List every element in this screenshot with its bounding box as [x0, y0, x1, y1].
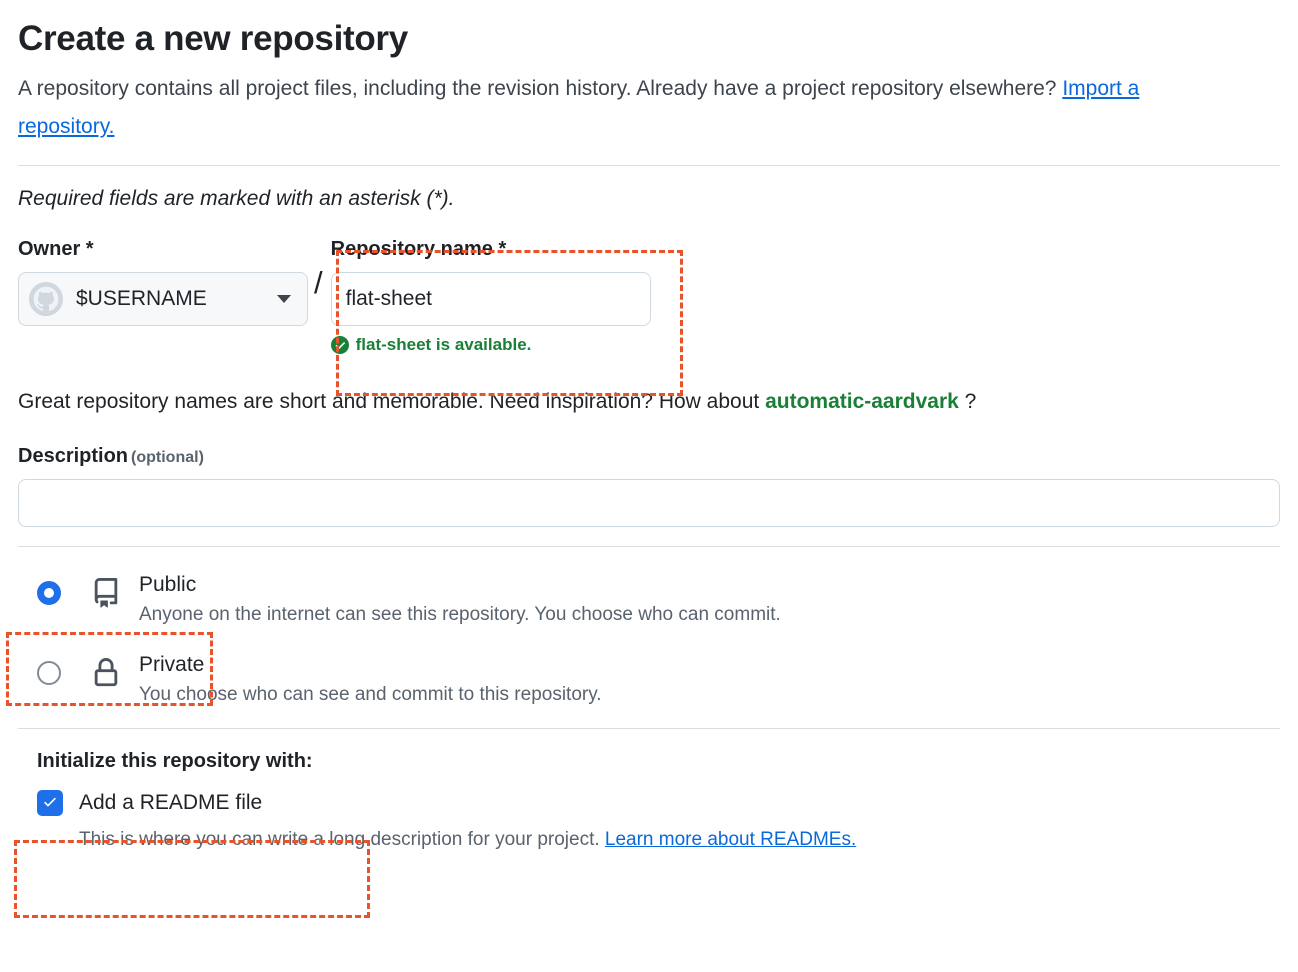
readme-help-text: This is where you can write a long descr… — [79, 827, 1280, 853]
page-description: A repository contains all project files,… — [18, 70, 1218, 146]
visibility-public-title: Public — [139, 573, 197, 596]
divider-initialize — [18, 728, 1280, 729]
visibility-private-text: Private You choose who can see and commi… — [139, 649, 602, 709]
repo-book-icon — [91, 578, 121, 613]
lock-icon — [91, 658, 121, 693]
radio-public[interactable] — [37, 581, 61, 605]
initialize-section: Initialize this repository with: Add a R… — [18, 748, 1280, 853]
readme-label: Add a README file — [79, 791, 263, 814]
suggestion-prefix: Great repository names are short and mem… — [18, 390, 766, 413]
divider-top — [18, 165, 1280, 166]
description-optional-tag: (optional) — [131, 449, 204, 466]
visibility-private-description: You choose who can see and commit to thi… — [139, 684, 602, 705]
visibility-public-text: Public Anyone on the internet can see th… — [139, 569, 781, 629]
repository-name-suggestion: Great repository names are short and mem… — [18, 388, 1280, 416]
owner-select[interactable]: $USERNAME — [18, 272, 308, 326]
visibility-private-title: Private — [139, 653, 205, 676]
radio-private[interactable] — [37, 661, 61, 685]
repository-name-input[interactable] — [330, 272, 651, 326]
suggested-name-link[interactable]: automatic-aardvark — [765, 390, 959, 413]
github-octocat-icon — [29, 282, 63, 316]
visibility-option-public[interactable]: Public Anyone on the internet can see th… — [18, 569, 1280, 629]
description-input[interactable] — [18, 479, 1280, 527]
divider-visibility — [18, 546, 1280, 547]
description-label: Description — [18, 445, 129, 467]
owner-name: $USERNAME — [76, 287, 207, 310]
owner-repo-separator: / — [314, 265, 323, 300]
initialize-title: Initialize this repository with: — [37, 750, 313, 772]
readme-checkbox-row[interactable]: Add a README file — [37, 790, 1280, 816]
repository-name-field: Repository name * flat-sheet is availabl… — [330, 237, 661, 355]
description-field: Description(optional) — [18, 445, 1280, 527]
required-fields-note: Required fields are marked with an aster… — [18, 187, 455, 210]
page-title: Create a new repository — [18, 19, 408, 58]
chevron-down-icon — [277, 295, 291, 303]
readme-help-prefix: This is where you can write a long descr… — [79, 829, 605, 850]
learn-more-readmes-link[interactable]: Learn more about READMEs. — [604, 829, 857, 850]
page-description-text: A repository contains all project files,… — [18, 77, 1063, 100]
visibility-public-description: Anyone on the internet can see this repo… — [139, 604, 781, 625]
repository-availability-text: flat-sheet is available. — [355, 335, 532, 354]
suggestion-suffix: ? — [958, 390, 977, 413]
import-repository-link[interactable]: Import a repository. — [18, 77, 1140, 138]
repository-availability: flat-sheet is available. — [330, 335, 661, 355]
checkbox-add-readme[interactable] — [37, 790, 63, 816]
visibility-option-private[interactable]: Private You choose who can see and commi… — [18, 649, 1280, 709]
owner-label: Owner * — [18, 238, 94, 260]
owner-repo-row: Owner * $USERNAME / Repository name * — [18, 237, 1280, 355]
check-circle-icon — [330, 336, 349, 354]
visibility-group: Public Anyone on the internet can see th… — [18, 569, 1280, 709]
repository-name-label: Repository name * — [330, 238, 507, 260]
owner-field: Owner * $USERNAME — [18, 237, 308, 326]
